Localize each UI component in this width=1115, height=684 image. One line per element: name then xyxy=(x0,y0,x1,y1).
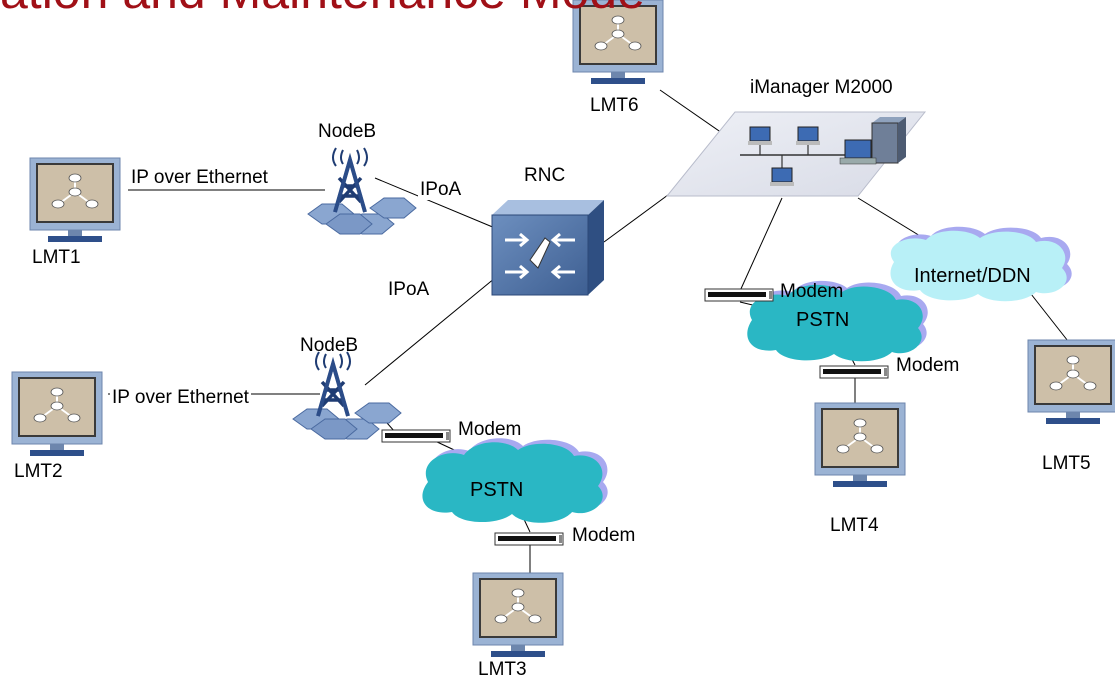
server-icon xyxy=(839,117,906,165)
ip-over-ethernet-label: IP over Ethernet xyxy=(129,167,270,188)
pstn-left-label: PSTN xyxy=(470,479,524,501)
ipoa-label: IPoA xyxy=(386,279,432,300)
modem-icon xyxy=(494,532,564,546)
link-nodeb-rnc-bottom xyxy=(364,277,496,386)
nodeb-bottom-label: NodeB xyxy=(300,335,359,356)
lmt6-label: LMT6 xyxy=(590,95,639,116)
internet-ddn-label: Internet/DDN xyxy=(914,265,1031,287)
nodeb-top-icon xyxy=(307,147,417,235)
pstn-left-cloud xyxy=(422,438,608,523)
internet-cloud xyxy=(890,226,1072,302)
link-rnc-m2000 xyxy=(603,191,673,243)
link-m2000-modem xyxy=(739,197,783,292)
rnc-switch-icon xyxy=(491,200,604,296)
rnc-label: RNC xyxy=(524,165,566,186)
lmt2-label: LMT2 xyxy=(14,461,63,482)
modem-label: Modem xyxy=(780,281,844,302)
lmt3-monitor-icon xyxy=(472,572,564,658)
ipoa-label: IPoA xyxy=(418,179,464,200)
page-title: ation and Maintenance Mode xyxy=(0,0,645,20)
modem-icon xyxy=(381,429,451,443)
lmt4-label: LMT4 xyxy=(830,515,879,536)
lmt5-monitor-icon xyxy=(1027,339,1115,425)
lmt2-monitor-icon xyxy=(11,371,103,457)
modem-icon xyxy=(819,365,889,379)
pstn-right-label: PSTN xyxy=(796,309,850,331)
lmt1-label: LMT1 xyxy=(32,247,81,268)
m2000-platform xyxy=(665,111,927,197)
nodeb-top-label: NodeB xyxy=(318,121,377,142)
antenna-waves-icon xyxy=(332,147,368,167)
ip-over-ethernet-label: IP over Ethernet xyxy=(110,387,251,408)
modem-label: Modem xyxy=(572,525,636,546)
lmt3-label: LMT3 xyxy=(478,659,527,680)
link-nodeb-rnc-top xyxy=(374,177,496,229)
imanager-label: iManager M2000 xyxy=(750,77,893,98)
lmt1-monitor-icon xyxy=(29,157,121,243)
modem-label: Modem xyxy=(896,355,960,376)
modem-icon xyxy=(704,288,774,302)
lmt4-monitor-icon xyxy=(814,402,906,488)
computer-icon xyxy=(748,126,820,186)
nodeb-bottom-icon xyxy=(292,351,402,440)
lmt5-label: LMT5 xyxy=(1042,453,1091,474)
pstn-right-cloud xyxy=(747,280,928,362)
modem-label: Modem xyxy=(458,419,522,440)
